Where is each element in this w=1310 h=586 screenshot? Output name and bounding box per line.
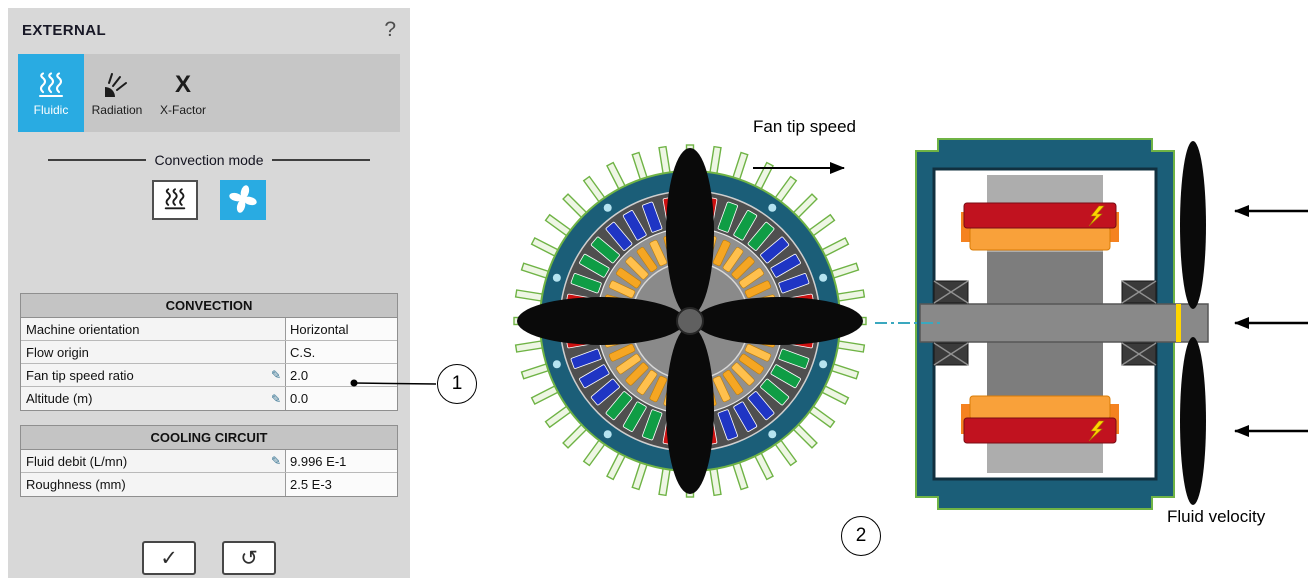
fluid-velocity-label: Fluid velocity <box>1167 507 1266 526</box>
confirm-button[interactable]: ✓ <box>142 541 196 575</box>
fluid-debit-value[interactable]: 9.996 E-1 <box>285 450 397 472</box>
panel-header: EXTERNAL ? <box>8 8 410 44</box>
table-row: Roughness (mm) 2.5 E-3 <box>21 473 397 496</box>
flow-origin-value[interactable]: C.S. <box>285 341 397 363</box>
annotation-arrows <box>350 162 1308 437</box>
table-row: Flow origin C.S. <box>21 341 397 364</box>
cooling-circuit-table-header: COOLING CIRCUIT <box>21 426 397 450</box>
fan-tip-speed-ratio-value[interactable]: 2.0 <box>285 364 397 386</box>
machine-orientation-value[interactable]: Horizontal <box>285 318 397 340</box>
annotation-2: 2 <box>841 516 881 556</box>
convection-mode-buttons <box>8 180 410 220</box>
tab-fluidic[interactable]: Fluidic <box>18 54 84 132</box>
edit-icon: ✎ <box>270 454 281 468</box>
tab-x-factor[interactable]: X X-Factor <box>150 54 216 132</box>
convection-mode-legend: Convection mode <box>48 152 370 168</box>
annotation-1: 1 <box>437 364 477 404</box>
table-row: Fluid debit (L/mn) ✎ 9.996 E-1 <box>21 450 397 473</box>
convection-table: CONVECTION Machine orientation Horizonta… <box>20 293 398 411</box>
table-row: Altitude (m) ✎ 0.0 <box>21 387 397 410</box>
roughness-value[interactable]: 2.5 E-3 <box>285 473 397 496</box>
cooling-circuit-table: COOLING CIRCUIT Fluid debit (L/mn) ✎ 9.9… <box>20 425 398 497</box>
altitude-value[interactable]: 0.0 <box>285 387 397 410</box>
edit-icon: ✎ <box>270 368 281 382</box>
edit-icon: ✎ <box>270 391 281 406</box>
reset-icon: ↺ <box>240 546 258 570</box>
x-factor-icon: X <box>174 70 191 98</box>
row-label: Flow origin <box>26 344 89 360</box>
table-row: Fan tip speed ratio ✎ 2.0 <box>21 364 397 387</box>
row-label: Fan tip speed ratio <box>26 367 134 383</box>
row-label: Fluid debit (L/mn) <box>26 453 128 469</box>
reset-button[interactable]: ↺ <box>222 541 276 575</box>
row-label: Altitude (m) <box>26 391 93 406</box>
axial-cross-section <box>875 138 1209 510</box>
forced-convection-fan-button[interactable] <box>220 180 266 220</box>
tab-bar: Fluidic Radiation X X-Factor <box>18 54 400 132</box>
action-buttons: ✓ ↺ <box>8 541 410 575</box>
convection-mode-label: Convection mode <box>154 152 264 168</box>
row-label: Machine orientation <box>26 321 140 337</box>
table-row: Machine orientation Horizontal <box>21 318 397 341</box>
panel-title: EXTERNAL <box>22 21 107 39</box>
fan-tip-speed-label: Fan tip speed <box>753 117 857 136</box>
check-icon: ✓ <box>160 546 178 570</box>
external-panel: EXTERNAL ? Fluidic <box>8 8 410 578</box>
natural-convection-button[interactable] <box>152 180 198 220</box>
radial-cross-section <box>513 144 867 498</box>
radiation-icon <box>103 70 131 98</box>
tab-radiation-label: Radiation <box>91 102 143 117</box>
fluidic-convection-icon <box>37 70 65 98</box>
fan-icon <box>229 184 257 216</box>
tab-radiation[interactable]: Radiation <box>84 54 150 132</box>
tab-fluidic-label: Fluidic <box>33 102 69 117</box>
natural-convection-icon <box>163 187 187 213</box>
tab-x-factor-label: X-Factor <box>159 102 206 117</box>
row-label: Roughness (mm) <box>26 477 126 492</box>
help-icon[interactable]: ? <box>384 18 396 41</box>
convection-table-header: CONVECTION <box>21 294 397 318</box>
